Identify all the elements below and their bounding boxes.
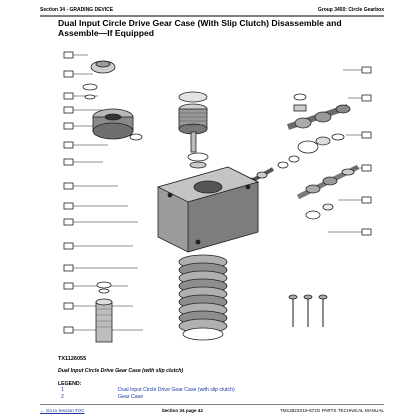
header-divider [40,15,384,17]
callout-column-right [328,66,372,236]
right-input-assembly [287,93,360,220]
legend-title: LEGEND: [58,381,82,387]
page-title: Dual Input Circle Drive Gear Case (With … [58,18,342,38]
section-toc-link[interactable]: ← Go to Section TOC [40,407,85,413]
footer-divider [40,404,384,405]
legend-item: 1 Dual Input Circle Drive Gear Case (wit… [58,387,374,394]
legend-item: 2 Gear Case [58,394,374,401]
header-group: Group 3450: Circle Gearbox [317,6,384,13]
legend: 1 Dual Input Circle Drive Gear Case (wit… [58,387,374,401]
legend-item-number[interactable]: 1 [61,387,64,393]
cap-and-seal [82,60,116,100]
header-section: Section 34 - GRADING DEVICE [40,6,114,13]
clutch-disc-stack [178,254,228,341]
legend-item-number[interactable]: 2 [61,394,64,400]
central-gear-stack [178,91,209,169]
gear-case-body [156,166,260,253]
page-number: Section 34 page 42 [161,407,203,413]
legend-item-description[interactable]: Dual Input Circle Drive Gear Case (with … [118,387,235,393]
figure-caption: Dual Input Circle Drive Gear Case (with … [58,368,184,374]
page-header: Section 34 - GRADING DEVICE Group 3450: … [40,5,384,14]
lower-bolts [288,294,328,327]
exploded-view-diagram [63,51,372,343]
upper-housing [92,108,143,141]
page-footer: ← Go to Section TOC Section 34 page 42 T… [40,406,384,414]
legend-item-description[interactable]: Gear Case [118,394,144,400]
manual-name: TM13823X19-872G PARTS TECHNICAL MANUAL [279,407,384,413]
callout-column-left [63,51,143,334]
figure-code: TX1126055 [58,356,87,362]
output-shaft [95,281,113,343]
